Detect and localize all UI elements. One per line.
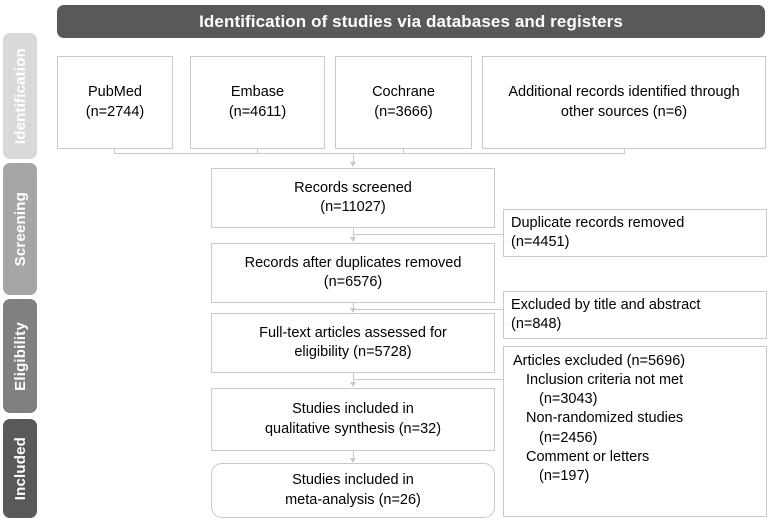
source-box-cochrane: Cochrane (n=3666) [335, 56, 472, 149]
duplicates-removed-line2: (n=6576) [323, 274, 383, 290]
arrowhead-to-records-screened [349, 162, 356, 167]
stage-label-screening: Screening [11, 191, 29, 267]
source-pubmed-line1: PubMed [87, 84, 142, 101]
connector-embase-drop [257, 149, 258, 153]
exclusion-box-title-abstract: Excluded by title and abstract (n=848) [503, 291, 767, 339]
records-screened-line2: (n=11027) [320, 199, 386, 215]
stage-label-identification: Identification [11, 47, 29, 145]
exclusion-title-line1: Excluded by title and abstract [511, 296, 701, 313]
exclusion-title-line2: (n=848) [511, 316, 562, 332]
articles-excluded-item: (n=3043) [539, 391, 598, 408]
stage-band-screening: Screening [3, 163, 37, 295]
qualitative-line1: Studies included in [292, 401, 414, 418]
articles-excluded-item: Inclusion criteria not met [526, 372, 684, 389]
arrowhead-to-qualitative [349, 382, 356, 387]
connector-dup-drop [353, 303, 354, 309]
connector-qual-to-meta [353, 451, 354, 458]
diagram-title-text: Identification of studies via databases … [199, 11, 623, 31]
flow-box-meta-analysis: Studies included in meta-analysis (n=26) [211, 463, 495, 518]
connector-screened-drop [353, 228, 354, 234]
flow-box-full-text-assessed: Full-text articles assessed for eligibil… [211, 313, 495, 373]
connector-pubmed-drop [114, 149, 115, 153]
source-additional-line1: Additional records identified through [508, 84, 740, 101]
source-box-pubmed: PubMed (n=2744) [57, 56, 173, 149]
source-box-embase: Embase (n=4611) [190, 56, 325, 149]
connector-bus-to-screened [353, 153, 354, 163]
connector-cochrane-drop [403, 149, 404, 153]
connector-dup-branch [353, 309, 503, 310]
stage-band-included: Included [3, 419, 37, 518]
source-cochrane-line1: Cochrane [372, 84, 435, 101]
stage-band-identification: Identification [3, 33, 37, 159]
articles-excluded-item: (n=197) [539, 467, 590, 484]
exclusion-duplicate-line2: (n=4451) [511, 234, 570, 250]
exclusion-duplicate-line1: Duplicate records removed [511, 214, 685, 231]
meta-analysis-line1: Studies included in [292, 472, 414, 489]
source-pubmed-line2: (n=2744) [85, 103, 145, 120]
articles-excluded-item: Articles excluded (n=5696) [513, 353, 686, 369]
diagram-title-banner: Identification of studies via databases … [57, 5, 765, 38]
stage-band-eligibility: Eligibility [3, 299, 37, 413]
records-screened-line1: Records screened [294, 179, 412, 196]
source-box-additional-records: Additional records identified through ot… [482, 56, 766, 149]
arrowhead-to-duplicates-removed [349, 237, 356, 242]
meta-analysis-line2: meta-analysis (n=26) [285, 491, 421, 508]
exclusion-box-duplicate-records: Duplicate records removed (n=4451) [503, 209, 767, 257]
articles-excluded-item: Non-randomized studies [526, 410, 684, 427]
connector-screened-to-dup [353, 234, 354, 237]
source-embase-line1: Embase [230, 84, 285, 101]
arrowhead-to-full-text [349, 307, 356, 313]
full-text-line2: eligibility (n=5728) [294, 344, 412, 360]
source-additional-line2: other sources (n=6) [560, 103, 688, 120]
connector-fulltext-branch [353, 379, 503, 380]
stage-label-included: Included [11, 436, 29, 501]
full-text-line1: Full-text articles assessed for [259, 324, 447, 341]
flow-box-duplicates-removed: Records after duplicates removed (n=6576… [211, 243, 495, 303]
articles-excluded-item: Comment or letters [526, 448, 650, 465]
connector-additional-drop [624, 149, 625, 153]
connector-fulltext-drop [353, 373, 354, 379]
articles-excluded-item: (n=2456) [539, 429, 598, 446]
source-cochrane-line2: (n=3666) [374, 103, 433, 120]
connector-source-bus [114, 153, 625, 154]
arrowhead-to-meta-analysis [349, 458, 356, 463]
flow-box-qualitative-synthesis: Studies included in qualitative synthesi… [211, 388, 495, 451]
exclusion-box-articles-excluded: Articles excluded (n=5696) Inclusion cri… [503, 346, 767, 517]
stage-label-eligibility: Eligibility [11, 321, 29, 391]
flow-box-records-screened: Records screened (n=11027) [211, 168, 495, 228]
connector-screened-branch [353, 234, 503, 235]
duplicates-removed-line1: Records after duplicates removed [244, 254, 462, 271]
source-embase-line2: (n=4611) [228, 103, 287, 120]
qualitative-line2: qualitative synthesis (n=32) [264, 420, 442, 437]
connector-fulltext-to-qual [353, 379, 354, 382]
